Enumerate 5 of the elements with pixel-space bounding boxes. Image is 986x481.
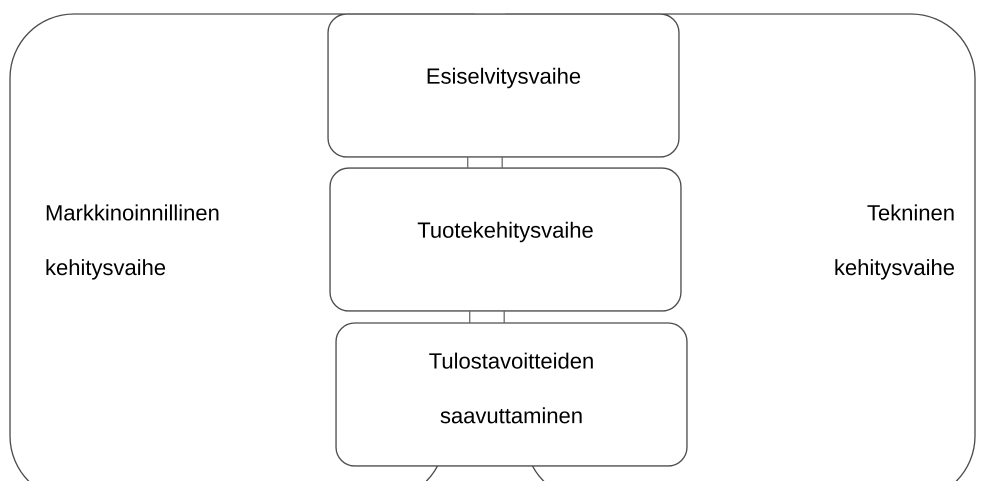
phase-box: Tulostavoitteiden saavuttaminen — [335, 322, 688, 467]
double-connector — [467, 158, 503, 168]
phase-box: Esiselvitysvaihe — [327, 13, 680, 158]
double-connector — [469, 312, 505, 322]
phase-box: Tuotekehitysvaihe — [329, 167, 682, 312]
